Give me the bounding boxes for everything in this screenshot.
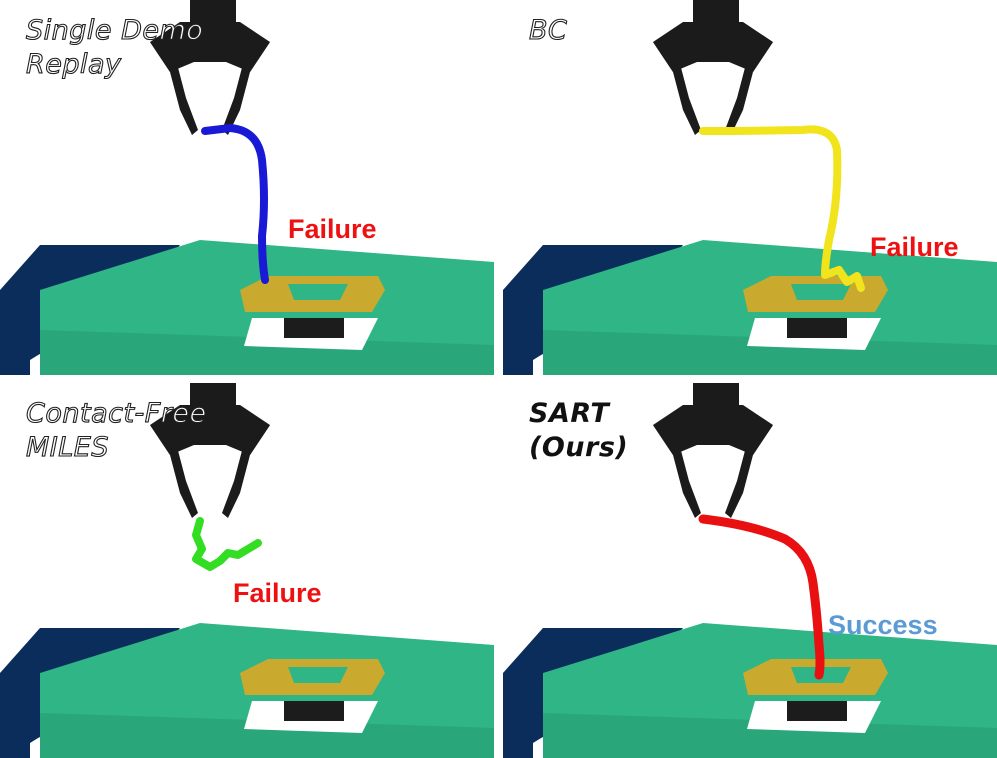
block-hole (288, 284, 348, 300)
outcome-label: Failure (288, 214, 377, 244)
socket-part (284, 701, 344, 721)
outcome-label: Failure (870, 232, 959, 262)
robot-gripper (150, 0, 270, 135)
board-shade (543, 713, 997, 758)
block-hole (791, 284, 851, 300)
socket-part (787, 701, 847, 721)
panel-sart: SART (Ours) Success (503, 383, 997, 758)
robot-gripper (653, 383, 773, 518)
socket-part (284, 318, 344, 338)
method-label: Single Demo Replay (25, 14, 204, 80)
panel-contact-free-miles: Contact-Free MILES Failure (0, 383, 494, 758)
trajectory-path (192, 517, 262, 571)
trajectory-path (698, 514, 825, 680)
trajectory-path (699, 125, 865, 292)
panel-bc: BC Failure (503, 0, 997, 375)
scene-contact-free-miles (0, 383, 494, 758)
board-shade (40, 713, 494, 758)
scene-sart (503, 383, 997, 758)
method-label: Contact-Free MILES (25, 397, 207, 463)
method-label: SART (Ours) (529, 398, 629, 463)
panel-single-demo-replay: Single Demo Replay Failure (0, 0, 494, 375)
board-shade (40, 330, 494, 375)
method-label: BC (528, 14, 568, 46)
block-hole (288, 667, 348, 683)
trajectory-path (201, 123, 269, 284)
socket-part (787, 318, 847, 338)
robot-gripper (150, 383, 270, 518)
board-shade (543, 330, 997, 375)
robot-gripper (653, 0, 773, 135)
scene-single-demo-replay (0, 0, 494, 375)
scene-bc (503, 0, 997, 375)
outcome-label: Success (828, 610, 938, 640)
outcome-label: Failure (233, 578, 322, 608)
